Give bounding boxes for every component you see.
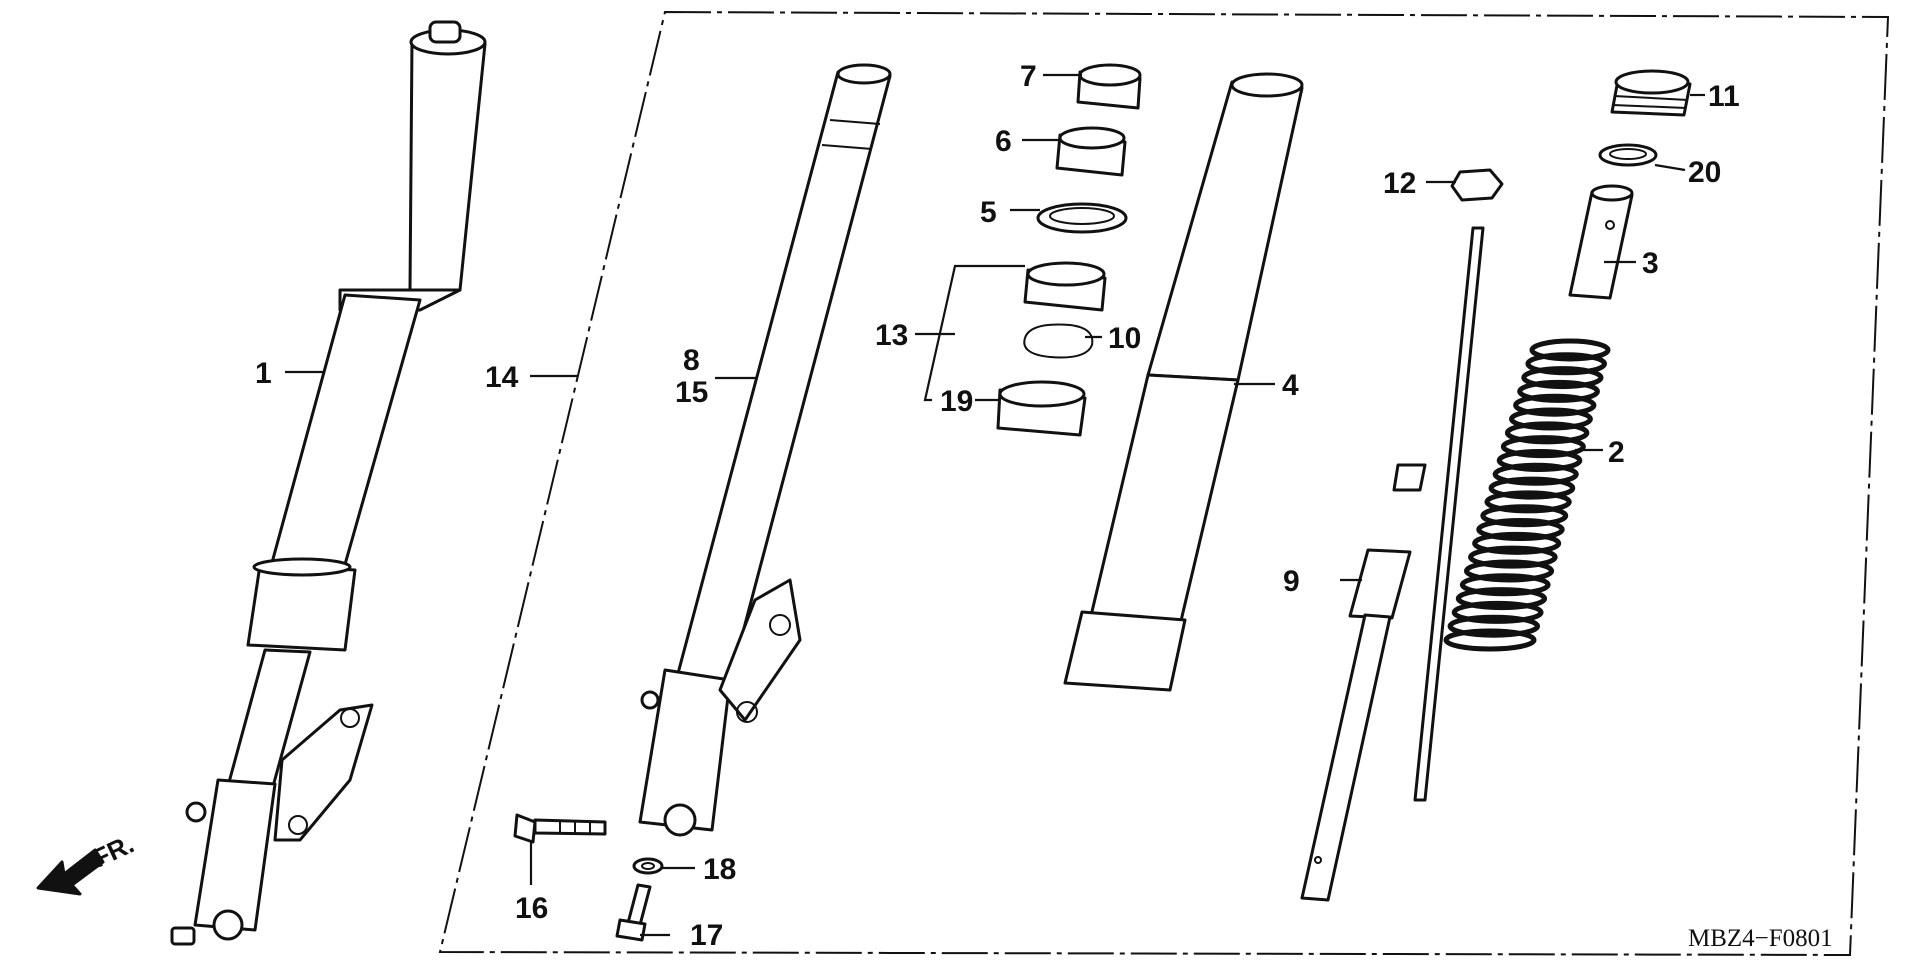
socket-bolt-part[interactable] [513, 813, 607, 844]
callout-20: 20 [1688, 156, 1721, 189]
callout-16: 16 [515, 892, 548, 925]
callout-15: 15 [675, 376, 708, 409]
callout-7: 7 [1020, 60, 1037, 93]
drain-bolt-part[interactable] [615, 883, 652, 942]
oil-seal-part[interactable] [1023, 261, 1107, 312]
callout-18: 18 [703, 853, 736, 886]
callout-6: 6 [995, 125, 1012, 158]
spring-collar-part[interactable] [1568, 184, 1634, 300]
sealing-washer-part[interactable] [632, 857, 664, 875]
o-ring-part[interactable] [1598, 143, 1658, 167]
fork-spring-part[interactable] [1443, 338, 1611, 652]
callout-2: 2 [1608, 436, 1625, 469]
callout-11: 11 [1708, 80, 1740, 113]
callout-9: 9 [1283, 565, 1300, 598]
lock-nut-part[interactable] [1450, 168, 1504, 202]
assembly-frame [438, 10, 1890, 957]
callout-10: 10 [1108, 322, 1141, 355]
callout-8: 8 [683, 344, 700, 377]
slider-bushing-part[interactable] [1076, 63, 1142, 110]
callout-4: 4 [1282, 369, 1299, 402]
fork-pipe-part[interactable] [1063, 72, 1304, 692]
guide-bushing-part[interactable] [1055, 126, 1127, 177]
front-direction-indicator: FR. [36, 829, 139, 896]
dust-seal-part[interactable] [996, 380, 1087, 437]
arrow-icon [36, 848, 105, 896]
damper-rod-part[interactable] [1300, 226, 1485, 902]
back-up-ring-part[interactable] [1036, 202, 1128, 234]
snap-ring-part[interactable] [1023, 323, 1094, 359]
callout-14: 14 [485, 361, 519, 394]
callout-1: 1 [255, 357, 272, 390]
callouts: 1 2 3 4 5 6 7 8 9 10 11 12 13 14 15 16 1… [255, 60, 1740, 952]
callout-13: 13 [875, 319, 908, 352]
callout-5: 5 [980, 196, 997, 229]
callout-3: 3 [1642, 247, 1659, 280]
diagram-code: MBZ4−F0801 [1688, 925, 1833, 952]
callout-12: 12 [1383, 167, 1416, 200]
fork-assembly-part[interactable] [170, 20, 487, 946]
fork-slider-part[interactable] [638, 63, 892, 837]
fork-bolt-part[interactable] [1610, 69, 1692, 117]
leader-lines [285, 73, 1705, 937]
callout-17: 17 [690, 919, 723, 952]
callout-19: 19 [940, 385, 973, 418]
